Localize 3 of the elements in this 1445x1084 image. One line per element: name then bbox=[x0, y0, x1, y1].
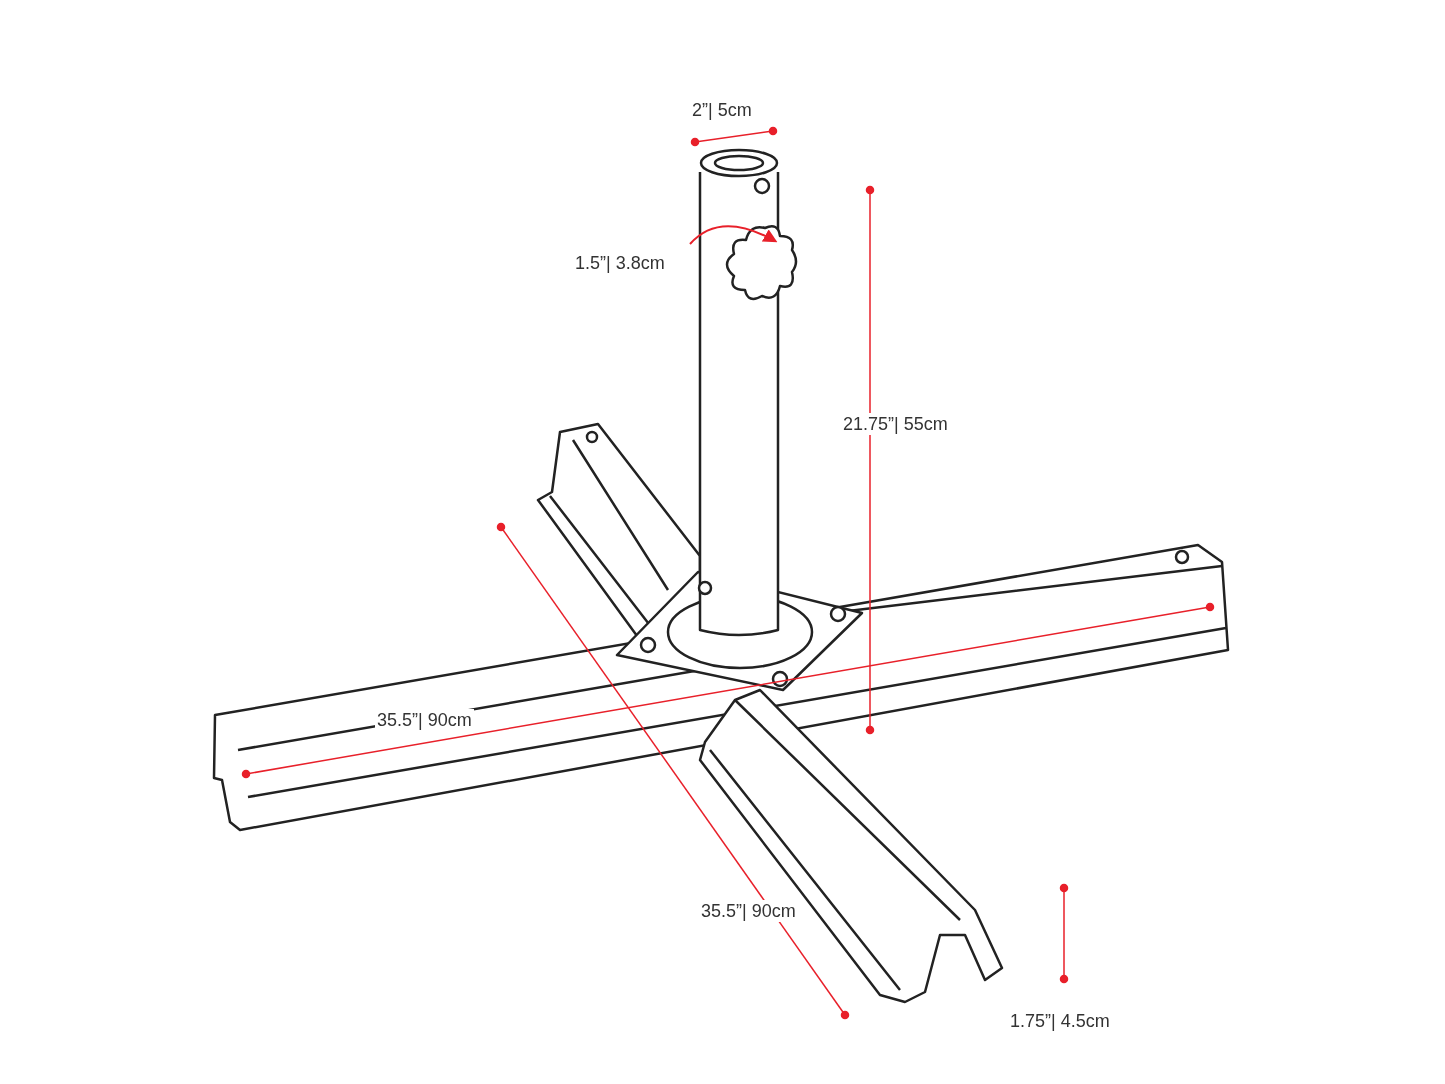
dimension-label: 35.5”| 90cm bbox=[699, 900, 798, 922]
dimension-label: 35.5”| 90cm bbox=[375, 709, 474, 731]
dimension-label: 21.75”| 55cm bbox=[841, 413, 950, 435]
